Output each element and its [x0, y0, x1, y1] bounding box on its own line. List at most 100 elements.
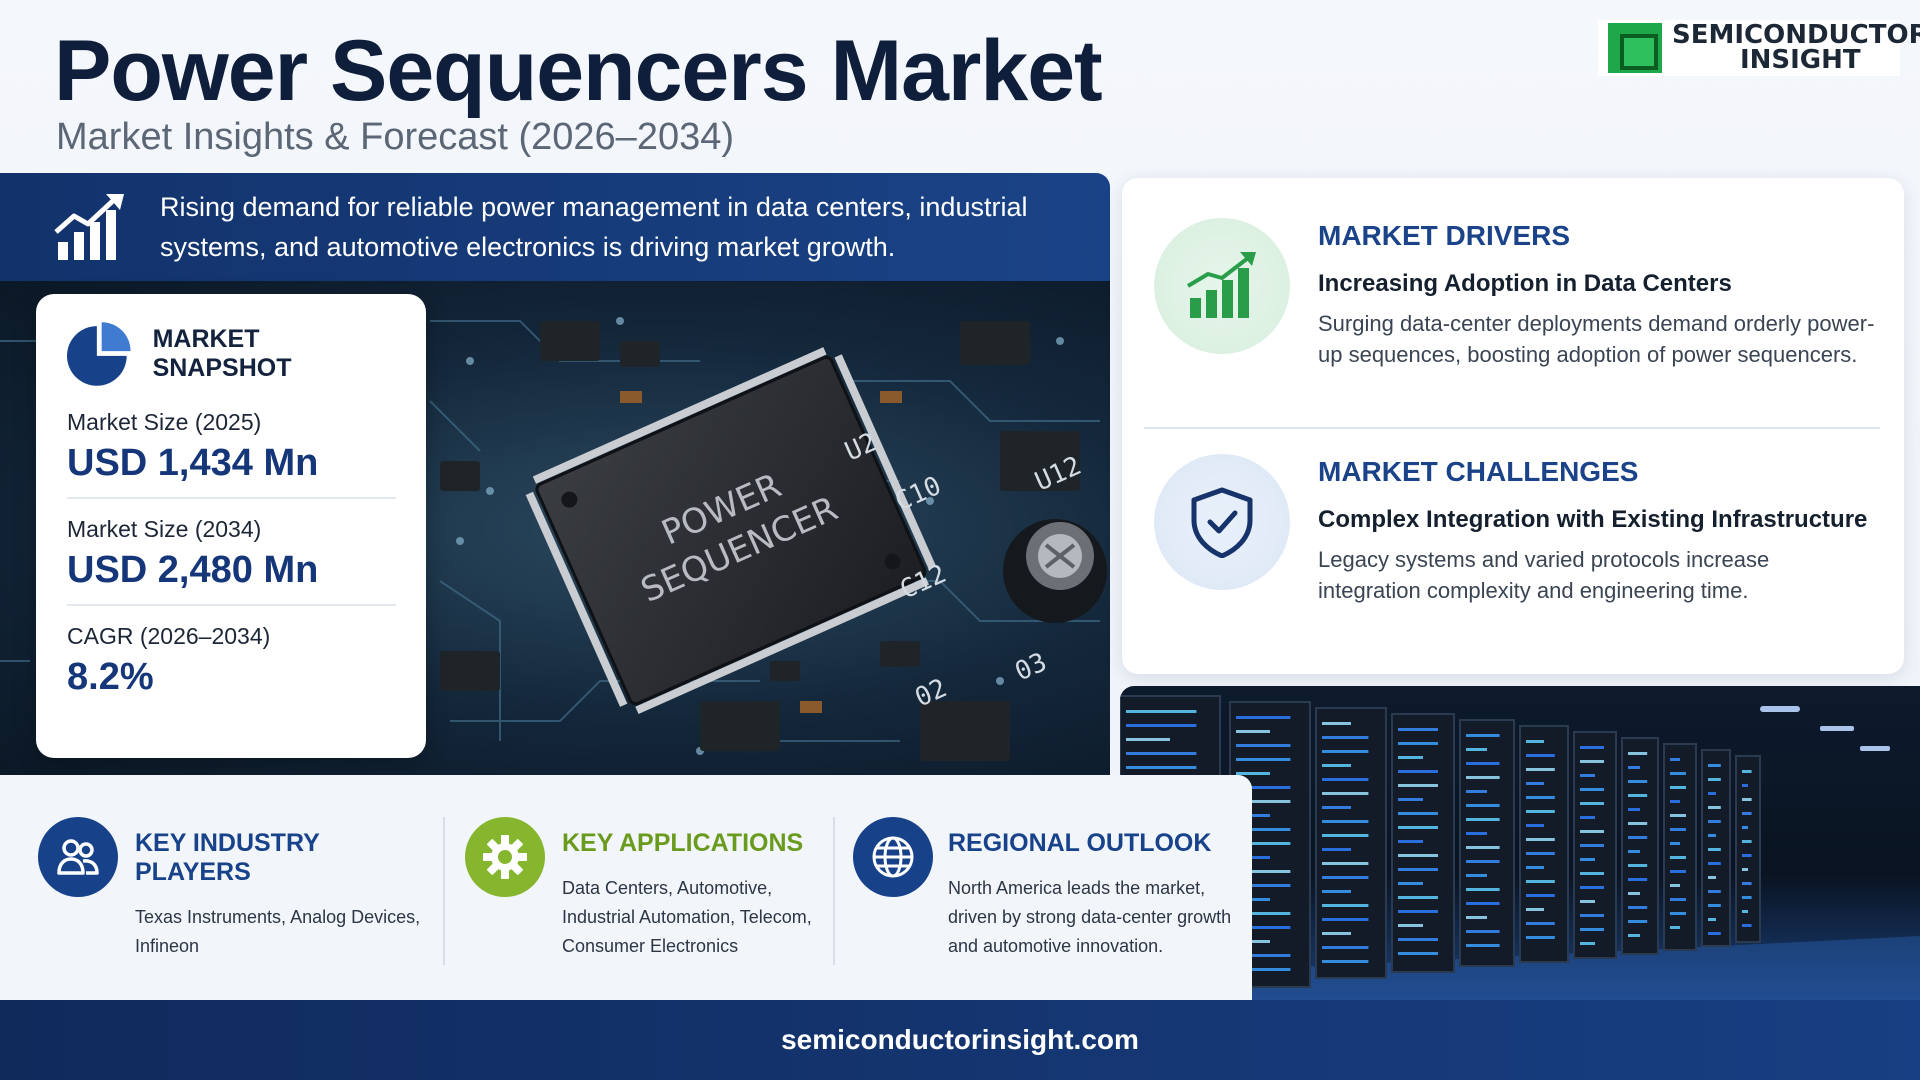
challenges-description: Legacy systems and varied protocols incr…	[1318, 547, 1770, 603]
server-led	[1236, 856, 1270, 859]
bottom-info-panel: KEY INDUSTRY PLAYERS Texas Instruments, …	[0, 775, 1252, 1000]
column-divider	[833, 817, 835, 965]
server-led	[1398, 938, 1438, 941]
server-led	[1236, 926, 1291, 929]
silkscreen-03: 03	[1011, 647, 1052, 687]
server-led	[1398, 910, 1438, 913]
server-led	[1526, 782, 1544, 785]
server-led	[1580, 914, 1604, 917]
server-led	[1742, 784, 1748, 787]
snapshot-value: USD 2,480 Mn	[67, 549, 319, 591]
server-led	[1398, 784, 1438, 787]
server-led	[1236, 968, 1291, 971]
market-snapshot-card: MARKET SNAPSHOT Market Size (2025) USD 1…	[36, 294, 426, 758]
server-led	[1580, 802, 1604, 805]
server-led	[1708, 876, 1716, 879]
players-heading: KEY INDUSTRY PLAYERS	[135, 829, 320, 886]
server-led	[1322, 834, 1369, 837]
server-led	[1670, 856, 1686, 859]
server-led	[1670, 898, 1686, 901]
server-led	[1322, 848, 1351, 851]
server-led	[1236, 940, 1270, 943]
server-led	[1322, 862, 1369, 865]
server-led	[1670, 926, 1680, 929]
server-led	[1466, 790, 1487, 793]
challenges-icon-circle	[1154, 454, 1290, 590]
server-led	[1466, 874, 1487, 877]
snapshot-label: Market Size (2034)	[67, 516, 262, 542]
server-led	[1322, 722, 1351, 725]
server-led	[1708, 764, 1721, 767]
server-led	[1526, 866, 1544, 869]
server-led	[1742, 910, 1748, 913]
server-led	[1236, 842, 1291, 845]
applications-icon-circle	[465, 817, 545, 897]
brand-name-line2: INSIGHT	[1739, 45, 1861, 75]
server-led	[1580, 900, 1595, 903]
players-icon-circle	[38, 817, 118, 897]
footer-url-link[interactable]: semiconductorinsight.com	[781, 1024, 1139, 1055]
server-led	[1398, 728, 1438, 731]
server-led	[1708, 792, 1716, 795]
server-led	[1670, 842, 1680, 845]
growth-chart-icon	[54, 194, 124, 260]
server-led	[1398, 840, 1423, 843]
regional-description: North America leads the market, driven b…	[948, 878, 1232, 956]
server-led	[1322, 792, 1369, 795]
server-led	[1580, 942, 1595, 945]
server-led	[1322, 904, 1369, 907]
server-led	[1526, 922, 1555, 925]
server-led	[1742, 770, 1752, 773]
server-led	[1580, 844, 1604, 847]
server-led	[1580, 788, 1604, 791]
server-led	[1236, 772, 1270, 775]
server-led	[1628, 752, 1648, 755]
server-led	[1708, 820, 1721, 823]
pie-chart-icon	[67, 322, 131, 386]
drivers-subheading: Increasing Adoption in Data Centers	[1318, 270, 1732, 297]
server-led	[1236, 744, 1291, 747]
server-led	[1126, 738, 1170, 741]
server-led	[1742, 868, 1748, 871]
server-led	[1466, 776, 1500, 779]
server-led	[1466, 930, 1500, 933]
server-led	[1322, 736, 1369, 739]
server-led	[1580, 872, 1604, 875]
server-led	[1126, 710, 1197, 713]
server-led	[1580, 858, 1595, 861]
snapshot-label: Market Size (2025)	[67, 409, 262, 435]
server-led	[1236, 758, 1291, 761]
server-led	[1466, 944, 1500, 947]
key-players-section: KEY INDUSTRY PLAYERS Texas Instruments, …	[38, 817, 438, 967]
server-led	[1236, 800, 1291, 803]
server-led	[1526, 838, 1555, 841]
server-rack	[1621, 737, 1659, 955]
challenges-heading: MARKET CHALLENGES	[1318, 456, 1639, 487]
server-led	[1236, 898, 1270, 901]
server-led	[1466, 818, 1500, 821]
server-led	[1236, 870, 1291, 873]
server-led	[1628, 850, 1640, 853]
server-led	[1322, 820, 1369, 823]
server-led	[1466, 860, 1500, 863]
server-led	[1398, 742, 1438, 745]
server-led	[1466, 902, 1500, 905]
server-led	[1398, 952, 1438, 955]
snapshot-header: MARKET SNAPSHOT	[67, 316, 396, 392]
server-led	[1526, 824, 1544, 827]
server-led	[1670, 758, 1680, 761]
regional-heading: REGIONAL OUTLOOK	[948, 829, 1212, 857]
server-led	[1628, 878, 1648, 881]
brand-logo[interactable]: SEMICONDUCTOR INSIGHT	[1598, 20, 1920, 76]
globe-icon	[872, 836, 914, 878]
server-led	[1628, 766, 1640, 769]
page-title: Power Sequencers Market	[54, 23, 1103, 119]
applications-heading: KEY APPLICATIONS	[562, 829, 804, 857]
server-led	[1236, 884, 1291, 887]
server-led	[1466, 804, 1500, 807]
server-led	[1670, 884, 1680, 887]
gear-icon	[483, 835, 527, 879]
drivers-challenges-panel: MARKET DRIVERS Increasing Adoption in Da…	[1122, 178, 1904, 674]
server-led	[1236, 814, 1270, 817]
server-led	[1526, 936, 1555, 939]
